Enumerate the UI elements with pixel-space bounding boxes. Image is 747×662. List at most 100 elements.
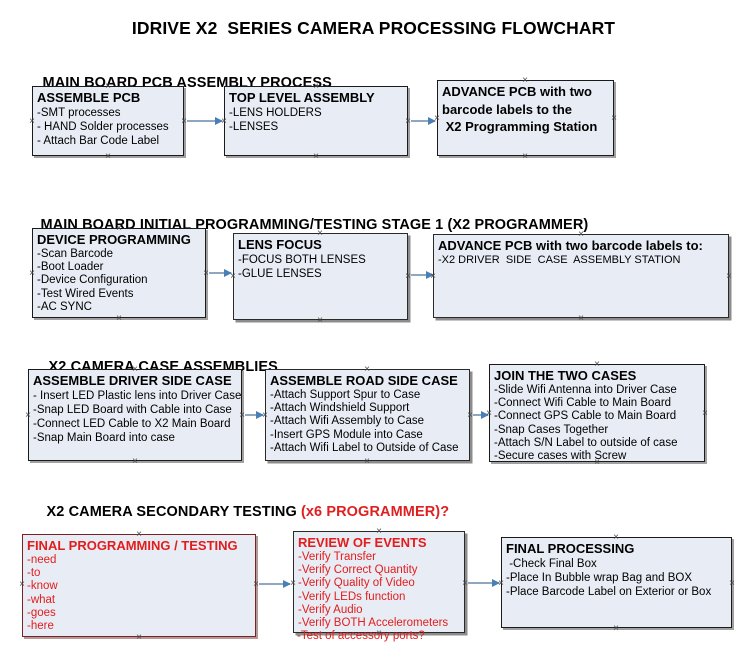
box-advance-pcb-to-x2-programming-station[interactable]: ADVANCE PCB with two barcode labels to t… bbox=[437, 80, 614, 156]
box-line: -to bbox=[27, 567, 41, 580]
box-line: -Verify Transfer bbox=[298, 551, 376, 563]
resize-handle-bottom[interactable] bbox=[363, 457, 372, 466]
resize-handle-left[interactable] bbox=[261, 411, 270, 420]
resize-handle-top[interactable] bbox=[316, 229, 325, 238]
box-line: -X2 DRIVER SIDE CASE ASSEMBLY STATION bbox=[438, 254, 681, 266]
section-heading-text: X2 CAMERA SECONDARY TESTING bbox=[46, 504, 301, 520]
resize-handle-bottom[interactable] bbox=[312, 152, 321, 161]
box-line: -Place In Bubble wrap Bag and BOX bbox=[506, 572, 693, 584]
box-line: -Insert GPS Module into Case bbox=[270, 428, 423, 441]
box-line: -Connect GPS Cable to Main Board bbox=[494, 410, 677, 423]
box-line: -Boot Loader bbox=[37, 261, 104, 274]
resize-handle-bottom[interactable] bbox=[135, 633, 144, 642]
box-final-processing[interactable]: FINAL PROCESSING -Check Final Box -Place… bbox=[501, 537, 732, 628]
resize-handle-top[interactable] bbox=[593, 360, 602, 369]
box-title: ASSEMBLE PCB bbox=[37, 90, 141, 105]
resize-handle-bottom[interactable] bbox=[521, 152, 530, 161]
box-line: -LENSES bbox=[229, 121, 279, 133]
box-line: -Attach S/N Label to outside of case bbox=[494, 436, 678, 449]
resize-handle-left[interactable] bbox=[18, 580, 27, 589]
box-line: -what bbox=[27, 593, 56, 606]
resize-handle-left[interactable] bbox=[220, 117, 229, 126]
resize-handle-right[interactable] bbox=[728, 579, 737, 588]
resize-handle-left[interactable] bbox=[289, 579, 298, 588]
box-line: -Secure cases with Screw bbox=[494, 450, 627, 463]
resize-handle-top[interactable] bbox=[521, 76, 530, 85]
box-title: barcode labels to the bbox=[442, 101, 573, 117]
box-title: REVIEW OF EVENTS bbox=[298, 535, 427, 550]
box-line: -Place Barcode Label on Exterior or Box bbox=[506, 586, 712, 598]
box-line: -Scan Barcode bbox=[37, 248, 114, 260]
box-line: -know bbox=[27, 580, 58, 593]
page-title: IDRIVE X2 SERIES CAMERA PROCESSING FLOWC… bbox=[131, 18, 616, 38]
resize-handle-bottom[interactable] bbox=[316, 316, 325, 325]
box-top-level-assembly[interactable]: TOP LEVEL ASSEMBLY -LENS HOLDERS -LENSES bbox=[224, 86, 408, 156]
resize-handle-top[interactable] bbox=[375, 527, 384, 536]
resize-handle-bottom[interactable] bbox=[104, 152, 113, 161]
box-line: -LENS HOLDERS bbox=[229, 107, 322, 119]
box-title: ADVANCE PCB with two barcode labels to: bbox=[438, 238, 703, 253]
resize-handle-top[interactable] bbox=[115, 224, 124, 233]
box-title: ASSEMBLE ROAD SIDE CASE bbox=[270, 373, 458, 388]
connector-assemble-pcb-to-top-level-assembly bbox=[187, 116, 223, 125]
resize-handle-top[interactable] bbox=[312, 82, 321, 91]
resize-handle-bottom[interactable] bbox=[375, 629, 384, 638]
section-heading-accent: (x6 PROGRAMMER)? bbox=[300, 504, 450, 520]
resize-handle-left[interactable] bbox=[429, 272, 438, 281]
box-title: ASSEMBLE DRIVER SIDE CASE bbox=[33, 373, 232, 388]
box-overflow-line: -Test of accessory ports? bbox=[297, 630, 425, 642]
resize-handle-top[interactable] bbox=[104, 82, 113, 91]
box-line: -Slide Wifi Antenna into Driver Case bbox=[494, 384, 677, 396]
resize-handle-left[interactable] bbox=[229, 272, 238, 281]
box-line: -Verify Quality of Video bbox=[298, 577, 415, 590]
resize-handle-left[interactable] bbox=[485, 409, 494, 418]
box-title: FINAL PROGRAMMING / TESTING bbox=[27, 538, 238, 553]
box-advance-pcb-to-driver-side-case[interactable]: ADVANCE PCB with two barcode labels to: … bbox=[433, 234, 729, 318]
box-assemble-driver-side-case[interactable]: ASSEMBLE DRIVER SIDE CASE - Insert LED P… bbox=[28, 369, 242, 461]
box-device-programming[interactable]: DEVICE PROGRAMMING -Scan Barcode -Boot L… bbox=[32, 228, 206, 318]
resize-handle-bottom[interactable] bbox=[115, 314, 124, 323]
resize-handle-right[interactable] bbox=[610, 114, 619, 123]
box-line: -Snap Main Board into case bbox=[33, 432, 175, 444]
connector-top-level-assembly-to-advance-pcb bbox=[411, 116, 436, 125]
box-line: -Connect Wifi Cable to Main Board bbox=[494, 397, 672, 410]
resize-handle-top[interactable] bbox=[131, 365, 140, 374]
resize-handle-top[interactable] bbox=[612, 533, 621, 542]
resize-handle-left[interactable] bbox=[28, 269, 37, 278]
box-line: -Attach Wifi Assembly to Case bbox=[270, 415, 425, 428]
box-line: -Device Configuration bbox=[37, 274, 148, 287]
box-line: -AC SYNC bbox=[37, 300, 92, 313]
resize-handle-left[interactable] bbox=[497, 579, 506, 588]
box-final-programming-testing[interactable]: FINAL PROGRAMMING / TESTING -need -to -k… bbox=[22, 534, 256, 637]
box-line: - HAND Solder processes bbox=[37, 121, 169, 133]
resize-handle-bottom[interactable] bbox=[131, 457, 140, 466]
box-join-the-two-cases[interactable]: JOIN THE TWO CASES -Slide Wifi Antenna i… bbox=[489, 364, 705, 462]
resize-handle-right[interactable] bbox=[725, 272, 734, 281]
box-line: -FOCUS BOTH LENSES bbox=[238, 254, 366, 266]
box-line: -Verify Correct Quantity bbox=[298, 564, 418, 577]
box-line: -Snap Cases Together bbox=[494, 423, 609, 436]
connector-final-programming-to-review-of-events bbox=[259, 579, 291, 588]
resize-handle-top[interactable] bbox=[135, 530, 144, 539]
resize-handle-bottom[interactable] bbox=[612, 624, 621, 633]
resize-handle-right[interactable] bbox=[701, 409, 710, 418]
resize-handle-left[interactable] bbox=[24, 411, 33, 420]
resize-handle-right[interactable] bbox=[404, 272, 413, 281]
box-title: DEVICE PROGRAMMING bbox=[37, 232, 191, 247]
box-assemble-road-side-case[interactable]: ASSEMBLE ROAD SIDE CASE -Attach Support … bbox=[265, 369, 470, 461]
box-line: -Check Final Box bbox=[506, 558, 597, 570]
resize-handle-left[interactable] bbox=[433, 114, 442, 123]
box-lens-focus[interactable]: LENS FOCUS -FOCUS BOTH LENSES -GLUE LENS… bbox=[233, 233, 408, 320]
resize-handle-bottom[interactable] bbox=[593, 458, 602, 467]
box-line: -SMT processes bbox=[37, 107, 121, 119]
resize-handle-top[interactable] bbox=[363, 365, 372, 374]
resize-handle-top[interactable] bbox=[577, 230, 586, 239]
box-review-of-events[interactable]: REVIEW OF EVENTS -Verify Transfer -Verif… bbox=[293, 531, 465, 633]
resize-handle-left[interactable] bbox=[28, 117, 37, 126]
box-assemble-pcb[interactable]: ASSEMBLE PCB -SMT processes - HAND Solde… bbox=[32, 86, 184, 156]
connector-review-of-events-to-final-processing bbox=[468, 578, 500, 587]
box-line: -Attach Wifi Label to Outside of Case bbox=[270, 441, 459, 454]
box-line: -here bbox=[27, 620, 54, 633]
resize-handle-bottom[interactable] bbox=[577, 314, 586, 323]
